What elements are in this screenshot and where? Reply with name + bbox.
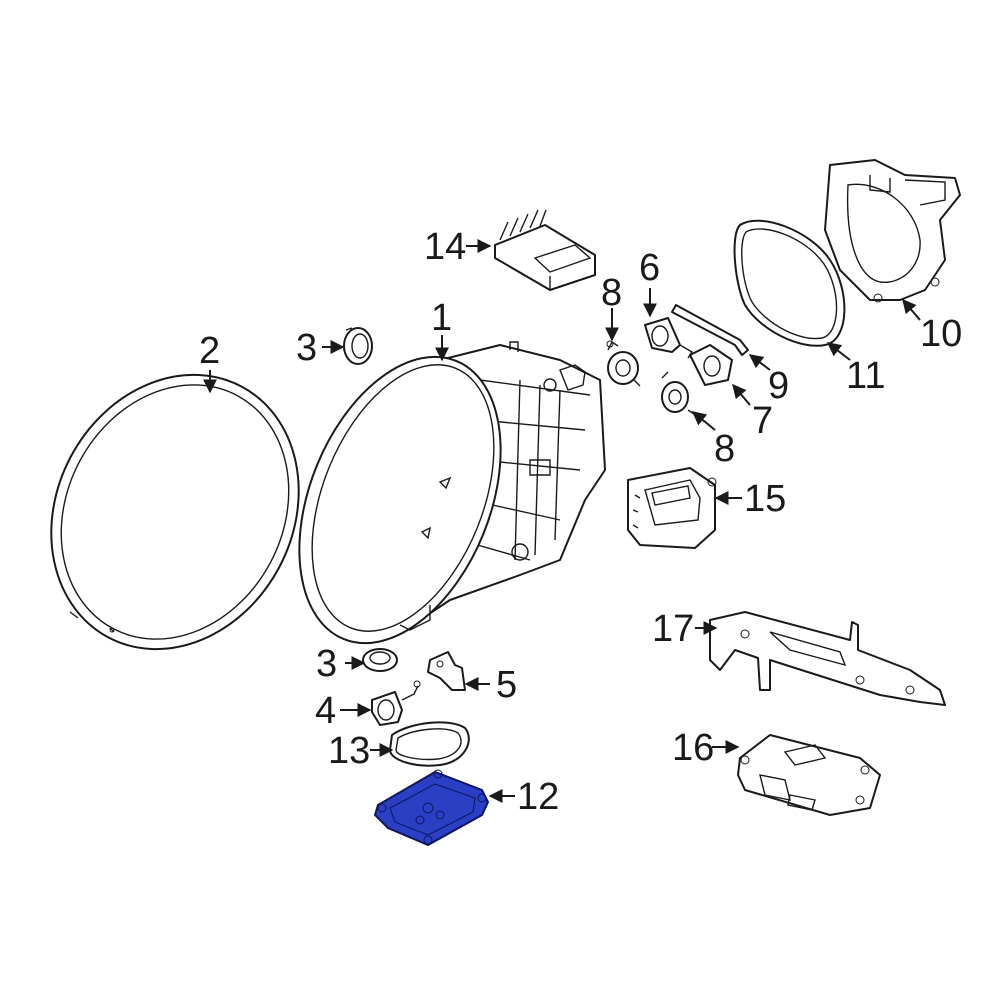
callout-5[interactable]: 5: [496, 664, 517, 706]
callout-labels: 1 2 3 14 8 6 9 7 8 11 10 15 17 3 5 4 13 …: [199, 226, 962, 818]
part-1-headlamp-assembly[interactable]: [260, 327, 606, 673]
callout-8-lower[interactable]: 8: [714, 428, 735, 470]
callout-15[interactable]: 15: [744, 478, 786, 520]
callout-10[interactable]: 10: [920, 313, 962, 355]
leader-lines: [203, 239, 921, 803]
callout-6[interactable]: 6: [639, 247, 660, 289]
callout-16[interactable]: 16: [672, 727, 714, 769]
part-7-bulb[interactable]: [689, 344, 733, 386]
callout-7[interactable]: 7: [752, 400, 773, 442]
callout-8-upper[interactable]: 8: [601, 272, 622, 314]
callout-1[interactable]: 1: [431, 297, 452, 339]
part-17-bracket[interactable]: [709, 611, 946, 706]
callout-4[interactable]: 4: [315, 690, 336, 732]
part-14-control-module[interactable]: [494, 209, 596, 292]
part-13-seal-ring[interactable]: [389, 721, 470, 767]
part-11-gasket[interactable]: [733, 219, 846, 347]
part-10-rear-housing[interactable]: [824, 159, 961, 303]
callout-13[interactable]: 13: [328, 730, 370, 772]
part-3-cap-upper[interactable]: [343, 327, 373, 365]
part-9-adjuster-rod[interactable]: [671, 304, 749, 356]
part-6-bulb[interactable]: [644, 317, 693, 359]
callout-17[interactable]: 17: [652, 608, 694, 650]
callout-3-lower[interactable]: 3: [316, 643, 337, 685]
part-16-control-unit[interactable]: [737, 734, 881, 816]
part-15-led-module[interactable]: [627, 467, 717, 549]
part-12-cover[interactable]: [373, 769, 490, 847]
callout-14[interactable]: 14: [424, 226, 466, 268]
part-4-motor[interactable]: [371, 680, 421, 726]
part-5-clip[interactable]: [427, 651, 466, 691]
callout-3-upper[interactable]: 3: [296, 327, 317, 369]
part-8-bulb-socket-lower[interactable]: [661, 371, 695, 415]
callout-11[interactable]: 11: [846, 355, 885, 397]
callout-12[interactable]: 12: [517, 776, 559, 818]
part-8-bulb-socket-upper[interactable]: [606, 340, 641, 387]
callout-9[interactable]: 9: [768, 365, 789, 407]
part-2-bezel-ring[interactable]: [4, 331, 346, 693]
callout-2[interactable]: 2: [199, 330, 220, 372]
part-3-cap-lower[interactable]: [362, 648, 398, 672]
